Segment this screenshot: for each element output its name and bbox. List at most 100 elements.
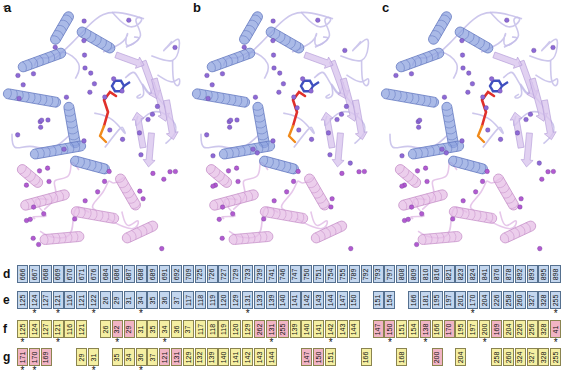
residue-box: 793	[373, 265, 384, 283]
residue-box: 154	[408, 320, 419, 338]
residue-number: 37	[149, 353, 156, 361]
protein-cartoon	[381, 10, 558, 251]
residue-box: 132	[195, 348, 206, 366]
asterisk-mark: *	[479, 338, 490, 348]
residue-number: 876	[493, 268, 500, 280]
residue-number: 142	[327, 323, 334, 335]
asterisk-mark: *	[384, 338, 395, 348]
residue-box: 121	[53, 320, 64, 338]
residue-box: 170	[467, 291, 478, 309]
residue-number: 116	[66, 323, 73, 334]
residue-number: 154	[386, 294, 393, 306]
residue-number: 709	[185, 268, 192, 280]
residue-box: 687	[124, 265, 135, 283]
residue-box: 118	[207, 320, 218, 338]
residue-number: 204	[505, 323, 512, 335]
residue-box: 255	[278, 320, 289, 338]
residue-number: 255	[552, 351, 559, 363]
residue-box: 37	[171, 291, 182, 309]
panel-letter: d	[3, 267, 10, 281]
residue-number: 147	[303, 351, 310, 363]
residue-number: 37	[173, 296, 180, 304]
residue-box: 823	[455, 265, 466, 283]
residue-number: 689	[149, 268, 156, 280]
residue-number: 124	[31, 323, 38, 335]
residue-number: 26	[102, 325, 109, 333]
asterisk-mark: *	[136, 309, 147, 319]
residue-number: 141	[232, 351, 239, 363]
residue-number: 809	[410, 268, 417, 280]
residue-box: 816	[432, 265, 443, 283]
residue-box: 692	[171, 265, 182, 283]
residue-number: 37	[185, 325, 192, 333]
residue-number: 29	[78, 353, 85, 361]
residue-number: 131	[268, 323, 275, 335]
residue-box: 895	[538, 265, 549, 283]
residue-box: 727	[218, 265, 229, 283]
asterisk-mark: *	[266, 338, 277, 348]
residue-box: 754	[325, 265, 336, 283]
residue-box: 204	[455, 348, 466, 366]
residue-box: 669	[53, 265, 64, 283]
residue-number: 127	[43, 294, 50, 306]
residue-box: 139	[207, 348, 218, 366]
residue-box: 201	[455, 291, 466, 309]
residue-number: 197	[446, 294, 453, 306]
residue-box: 151	[396, 320, 407, 338]
residue-box: 841	[479, 265, 490, 283]
residue-box: 168	[396, 348, 407, 366]
residue-number: 36	[173, 325, 180, 333]
residue-number: 328	[540, 351, 547, 363]
residue-box: 151	[373, 291, 384, 309]
residue-number: 256	[529, 323, 536, 335]
residue-box: 260	[515, 291, 526, 309]
residue-box: 150	[349, 291, 360, 309]
residue-number: 170	[31, 351, 38, 363]
residue-number: 181	[422, 294, 429, 306]
residue-number: 823	[457, 268, 464, 280]
residue-number: 144	[351, 323, 358, 335]
residue-number: 121	[55, 323, 62, 335]
residue-number: 147	[339, 294, 346, 306]
residue-box: 142	[325, 320, 336, 338]
residue-number: 878	[505, 268, 512, 280]
residue-number: 121	[78, 294, 85, 306]
residue-number: 131	[173, 351, 180, 363]
residue-number: 793	[375, 268, 382, 280]
residue-box: 121	[159, 348, 170, 366]
asterisk-mark: *	[325, 338, 336, 348]
residue-number: 133	[256, 294, 263, 306]
residue-box: 143	[254, 348, 265, 366]
residue-box: 118	[195, 291, 206, 309]
residue-box: 34	[124, 348, 135, 366]
residue-box: 133	[254, 291, 265, 309]
residue-box: 197	[444, 291, 455, 309]
residue-number: 747	[292, 268, 299, 280]
residue-number: 755	[339, 268, 346, 280]
residue-box: 741	[266, 265, 277, 283]
residue-box: 898	[550, 265, 561, 283]
residue-number: 726	[209, 268, 216, 280]
panel-letter: c	[382, 1, 389, 15]
residue-box: 154	[384, 291, 395, 309]
residue-box: 733	[242, 265, 253, 283]
residue-number: 129	[244, 323, 251, 335]
residue-box: 725	[195, 265, 206, 283]
residue-number: 669	[55, 268, 62, 280]
residue-box: 810	[420, 265, 431, 283]
residue-box: 29	[124, 320, 135, 338]
residue-number: 140	[280, 294, 287, 306]
residue-box: 328	[538, 320, 549, 338]
residue-box: 258	[491, 348, 502, 366]
residue-number: 741	[268, 268, 275, 280]
residue-box: 256	[527, 320, 538, 338]
residue-number: 35	[149, 325, 156, 333]
residue-box: 140	[278, 291, 289, 309]
residue-number: 170	[469, 294, 476, 306]
residue-box: 129	[183, 348, 194, 366]
residue-number: 746	[280, 268, 287, 280]
residue-number: 687	[126, 268, 133, 280]
residue-box: 32	[112, 320, 123, 338]
residue-box: 34	[136, 291, 147, 309]
asterisk-mark: *	[420, 338, 431, 348]
